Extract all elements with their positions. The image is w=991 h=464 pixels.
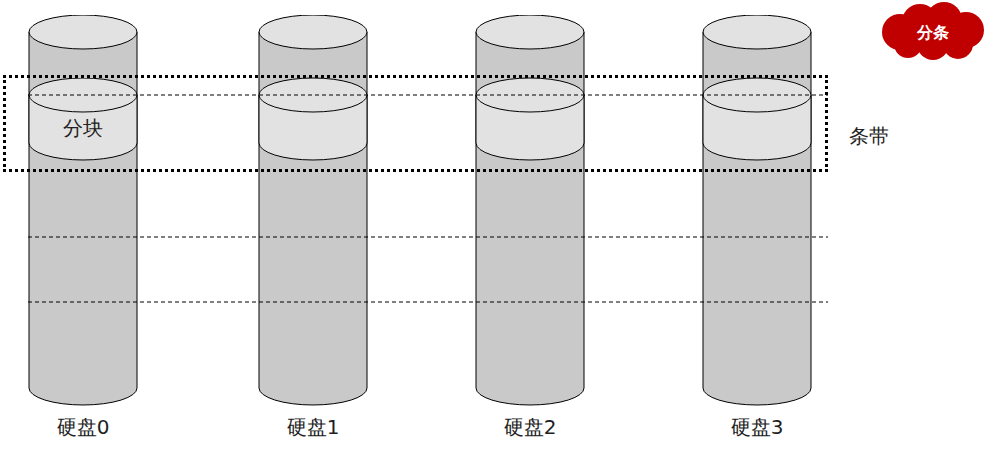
cylinder-shape bbox=[475, 15, 585, 407]
stripe-label: 条带 bbox=[849, 124, 889, 148]
cylinder-shape bbox=[28, 15, 138, 407]
stripe-line bbox=[28, 95, 828, 96]
disk-label: 硬盘0 bbox=[57, 415, 110, 439]
stripe-band: 条带 bbox=[3, 75, 828, 172]
disk-cylinder: 硬盘1 bbox=[258, 15, 368, 455]
stripe-line bbox=[28, 302, 828, 303]
badge-cloud: 分条 bbox=[878, 2, 988, 60]
cylinder-shape bbox=[258, 15, 368, 407]
disk-label: 硬盘1 bbox=[287, 415, 340, 439]
badge-label: 分条 bbox=[917, 23, 949, 42]
chunk-label: 分块 bbox=[63, 116, 103, 140]
disk-cylinder: 硬盘3 bbox=[702, 15, 812, 455]
disk-label: 硬盘2 bbox=[504, 415, 557, 439]
chunk-block: 分块 bbox=[28, 78, 138, 162]
cylinder-shape bbox=[702, 15, 812, 407]
stripe-line bbox=[28, 237, 828, 238]
disk-cylinder: 硬盘0 分块 bbox=[28, 15, 138, 455]
disk-cylinder: 硬盘2 bbox=[475, 15, 585, 455]
disk-label: 硬盘3 bbox=[731, 415, 784, 439]
